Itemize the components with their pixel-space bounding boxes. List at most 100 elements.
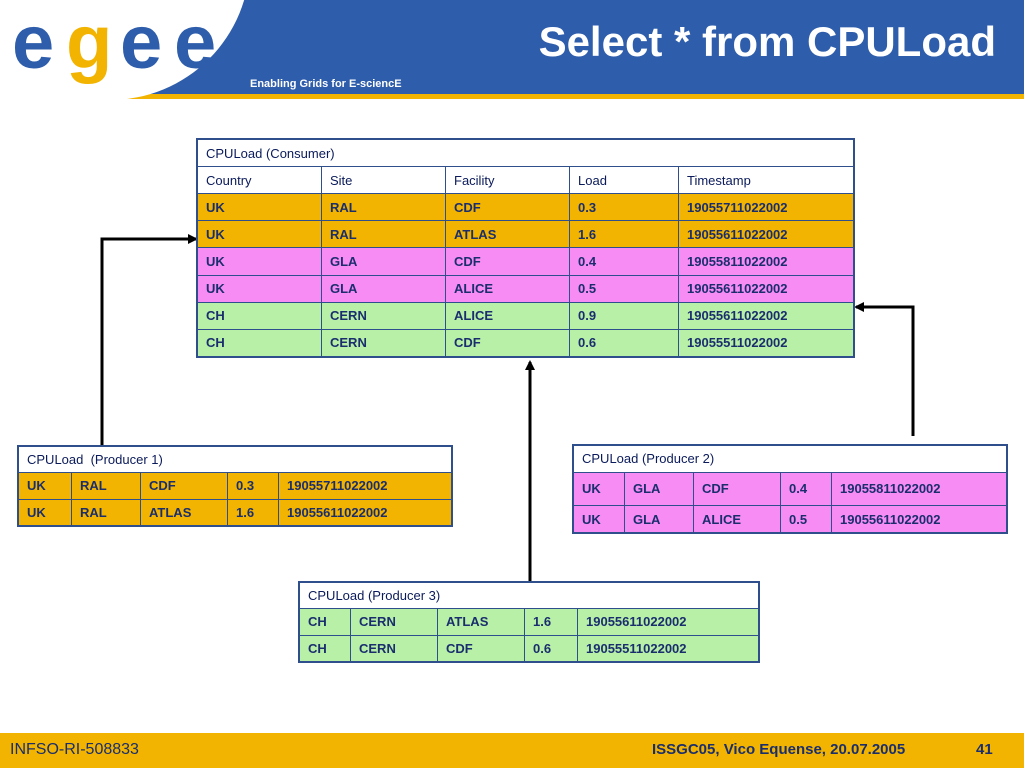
cell-country: UK bbox=[17, 472, 72, 500]
cell-country: CH bbox=[298, 634, 351, 663]
cell-site: GLA bbox=[624, 505, 694, 534]
producer2-table: CPULoad (Producer 2) UK GLA CDF 0.4 1905… bbox=[572, 444, 1008, 534]
cell-facility: ALICE bbox=[445, 274, 570, 303]
cell-load: 0.9 bbox=[569, 301, 679, 330]
cell-site: CERN bbox=[350, 634, 438, 663]
column-header: Site bbox=[321, 166, 446, 195]
cell-timestamp: 19055611022002 bbox=[831, 505, 1008, 534]
cell-country: CH bbox=[196, 301, 322, 330]
caption-row: CPULoad (Producer 3) bbox=[298, 581, 760, 610]
page-number: 41 bbox=[976, 741, 993, 758]
table-row: CH CERN ATLAS 1.6 19055611022002 bbox=[298, 608, 760, 636]
cell-load: 1.6 bbox=[227, 498, 279, 527]
cell-timestamp: 19055611022002 bbox=[678, 220, 855, 249]
svg-text:g: g bbox=[66, 6, 110, 85]
header-underline bbox=[0, 94, 1024, 99]
cell-country: UK bbox=[572, 471, 625, 507]
column-header: Timestamp bbox=[678, 166, 855, 195]
cell-load: 0.3 bbox=[569, 193, 679, 222]
column-header: Load bbox=[569, 166, 679, 195]
cell-site: CERN bbox=[321, 328, 446, 358]
cell-site: RAL bbox=[71, 472, 141, 500]
cell-load: 0.4 bbox=[780, 471, 832, 507]
footer-project-id: INFSO-RI-508833 bbox=[10, 741, 139, 758]
table-row: UK GLA ALICE 0.5 19055611022002 bbox=[196, 274, 855, 303]
column-header: Facility bbox=[445, 166, 570, 195]
table-caption: CPULoad (Producer 3) bbox=[298, 581, 760, 610]
cell-timestamp: 19055711022002 bbox=[278, 472, 453, 500]
cell-site: RAL bbox=[321, 220, 446, 249]
cell-facility: CDF bbox=[445, 247, 570, 276]
footer-bar bbox=[0, 733, 1024, 768]
footer-event: ISSGC05, Vico Equense, 20.07.2005 bbox=[652, 741, 906, 758]
cell-load: 1.6 bbox=[569, 220, 679, 249]
cell-facility: ATLAS bbox=[140, 498, 228, 527]
cell-timestamp: 19055611022002 bbox=[577, 608, 760, 636]
svg-text:e: e bbox=[120, 6, 160, 85]
cell-timestamp: 19055611022002 bbox=[278, 498, 453, 527]
table-row: CH CERN ALICE 0.9 19055611022002 bbox=[196, 301, 855, 330]
cell-facility: ATLAS bbox=[437, 608, 525, 636]
cell-country: UK bbox=[196, 274, 322, 303]
cell-site: GLA bbox=[321, 274, 446, 303]
cell-facility: ALICE bbox=[693, 505, 781, 534]
column-header: Country bbox=[196, 166, 322, 195]
cell-load: 0.4 bbox=[569, 247, 679, 276]
caption-row: CPULoad (Producer 1) bbox=[17, 445, 453, 474]
cell-load: 1.6 bbox=[524, 608, 578, 636]
cell-country: UK bbox=[17, 498, 72, 527]
cell-country: CH bbox=[298, 608, 351, 636]
table-caption: CPULoad (Consumer) bbox=[196, 138, 855, 168]
table-row: CH CERN CDF 0.6 19055511022002 bbox=[196, 328, 855, 358]
cell-facility: ATLAS bbox=[445, 220, 570, 249]
table-row: UK RAL ATLAS 1.6 19055611022002 bbox=[17, 498, 453, 527]
arrow-producer1-to-consumer bbox=[100, 234, 198, 445]
egee-logo: e g e e bbox=[12, 6, 216, 85]
cell-country: UK bbox=[196, 247, 322, 276]
table-row: CH CERN CDF 0.6 19055511022002 bbox=[298, 634, 760, 663]
cell-timestamp: 19055611022002 bbox=[678, 274, 855, 303]
svg-text:e: e bbox=[174, 6, 214, 85]
cell-facility: ALICE bbox=[445, 301, 570, 330]
svg-text:e: e bbox=[12, 6, 52, 85]
table-caption: CPULoad (Producer 1) bbox=[17, 445, 453, 474]
cell-facility: CDF bbox=[140, 472, 228, 500]
table-row: UK GLA CDF 0.4 19055811022002 bbox=[572, 471, 1008, 507]
cell-site: RAL bbox=[321, 193, 446, 222]
producer1-table: CPULoad (Producer 1) UK RAL CDF 0.3 1905… bbox=[17, 445, 453, 527]
cell-site: GLA bbox=[624, 471, 694, 507]
cell-timestamp: 19055811022002 bbox=[678, 247, 855, 276]
cell-country: UK bbox=[572, 505, 625, 534]
cell-timestamp: 19055511022002 bbox=[577, 634, 760, 663]
caption-row: CPULoad (Producer 2) bbox=[572, 444, 1008, 473]
cell-timestamp: 19055511022002 bbox=[678, 328, 855, 358]
caption-row: CPULoad (Consumer) bbox=[196, 138, 855, 168]
cell-load: 0.6 bbox=[569, 328, 679, 358]
arrow-producer2-to-consumer bbox=[854, 302, 915, 436]
table-row: UK GLA ALICE 0.5 19055611022002 bbox=[572, 505, 1008, 534]
table-row: UK RAL ATLAS 1.6 19055611022002 bbox=[196, 220, 855, 249]
cell-load: 0.5 bbox=[569, 274, 679, 303]
cell-facility: CDF bbox=[445, 193, 570, 222]
table-caption: CPULoad (Producer 2) bbox=[572, 444, 1008, 473]
cell-load: 0.3 bbox=[227, 472, 279, 500]
cell-country: CH bbox=[196, 328, 322, 358]
cell-load: 0.6 bbox=[524, 634, 578, 663]
header-row: Country Site Facility Load Timestamp bbox=[196, 166, 855, 195]
cell-timestamp: 19055811022002 bbox=[831, 471, 1008, 507]
slide-title: Select * from CPULoad bbox=[538, 18, 996, 65]
cell-timestamp: 19055611022002 bbox=[678, 301, 855, 330]
table-row: UK GLA CDF 0.4 19055811022002 bbox=[196, 247, 855, 276]
cell-load: 0.5 bbox=[780, 505, 832, 534]
consumer-table: CPULoad (Consumer) Country Site Facility… bbox=[196, 138, 855, 358]
cell-facility: CDF bbox=[445, 328, 570, 358]
table-row: UK RAL CDF 0.3 19055711022002 bbox=[196, 193, 855, 222]
producer3-table: CPULoad (Producer 3) CH CERN ATLAS 1.6 1… bbox=[298, 581, 760, 663]
cell-site: CERN bbox=[321, 301, 446, 330]
cell-facility: CDF bbox=[437, 634, 525, 663]
cell-facility: CDF bbox=[693, 471, 781, 507]
cell-site: CERN bbox=[350, 608, 438, 636]
cell-site: RAL bbox=[71, 498, 141, 527]
table-row: UK RAL CDF 0.3 19055711022002 bbox=[17, 472, 453, 500]
